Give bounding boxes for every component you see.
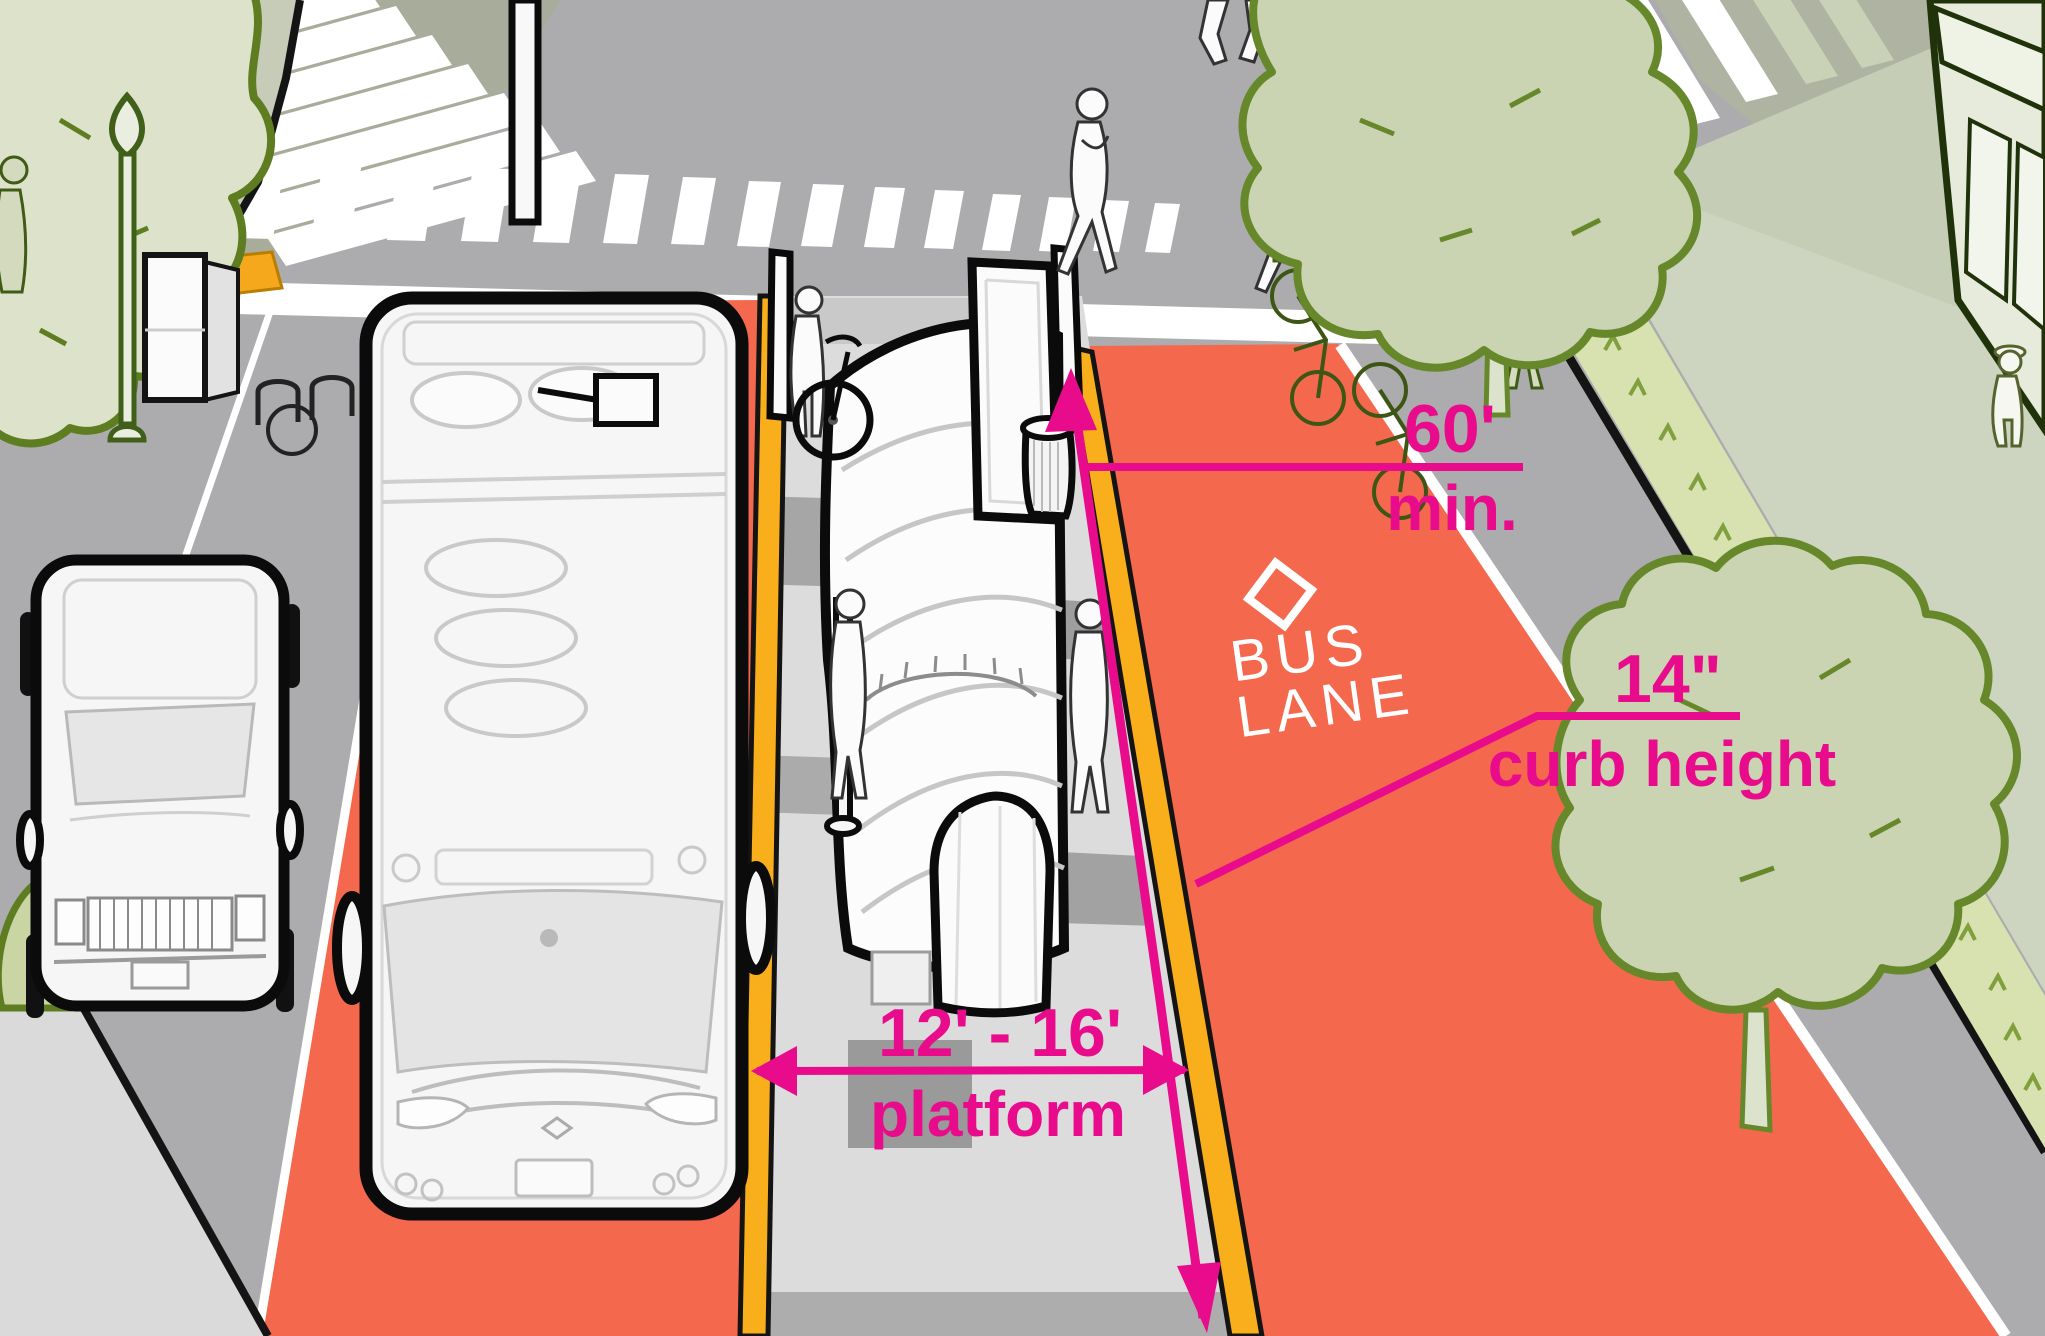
shelter-roof-ribs xyxy=(840,420,1066,914)
dimension-line-platform-width xyxy=(756,1066,1186,1075)
tree xyxy=(1551,536,2021,1014)
car-headlight xyxy=(234,894,266,942)
trash-can-icon xyxy=(1020,415,1076,520)
building-window xyxy=(2011,140,2045,333)
leader-line-curb-height xyxy=(1194,712,1740,888)
arrowhead-right-icon xyxy=(1143,1045,1189,1095)
kiosk xyxy=(142,252,240,403)
platform-curb-right xyxy=(1062,342,1265,1336)
label-platform-width-value: 12' - 16' xyxy=(878,995,1122,1071)
label-lane-length-qualifier: min. xyxy=(1386,472,1518,544)
label-platform-width: platform xyxy=(870,1078,1126,1150)
annotations: 60' min. 14" curb height 12' - 16' platf… xyxy=(751,368,1836,1333)
crosswalk-side-street-right-shaded xyxy=(1753,0,1894,84)
pedestrian xyxy=(829,588,868,800)
arrowhead-left-icon xyxy=(751,1046,797,1096)
bus-windshield xyxy=(382,888,724,1074)
bike-rack xyxy=(255,375,355,456)
bus-mirror xyxy=(332,891,372,1005)
platform-sign-post xyxy=(766,248,794,422)
label-curb-height-value: 14" xyxy=(1614,641,1722,717)
bus-license-plate xyxy=(514,1158,594,1198)
bus-roof-panel xyxy=(402,320,706,366)
building-cornice xyxy=(1931,4,2045,113)
street-furniture-left xyxy=(0,0,659,456)
bus-roof-hatch xyxy=(424,538,568,598)
label-curb-height: curb height xyxy=(1488,728,1836,800)
building xyxy=(1926,0,2045,437)
signal-pole xyxy=(508,0,659,427)
car-headlight xyxy=(54,898,86,946)
arrowhead-up-icon xyxy=(1045,368,1097,432)
car-mirror xyxy=(276,800,304,860)
pedestrian xyxy=(1991,344,2027,448)
bus-roof-hatch xyxy=(410,371,522,429)
car-mirror xyxy=(16,810,44,870)
trees-right xyxy=(1238,0,2021,1133)
shelter-machine xyxy=(870,950,932,1006)
diamond-icon xyxy=(1242,556,1318,632)
label-lane-length-value: 60' xyxy=(1404,391,1496,467)
car-grille xyxy=(86,896,234,952)
bicycle xyxy=(792,334,874,461)
bus-headlight xyxy=(643,1092,718,1126)
dimension-line-lane-length xyxy=(1066,379,1208,1319)
bicycle xyxy=(266,404,318,456)
platform-band xyxy=(756,1292,1248,1336)
crosswalk-main xyxy=(233,158,1180,253)
shelter-kiosk xyxy=(929,791,1055,1018)
bus-roof-hatch xyxy=(444,678,588,738)
building-window xyxy=(1963,116,2013,304)
tree xyxy=(1238,0,1702,372)
pedestrian xyxy=(1056,87,1118,276)
car-windshield xyxy=(64,702,256,806)
bus-roof-hatch xyxy=(434,608,578,668)
pedestrian xyxy=(0,155,29,294)
tree-trunk xyxy=(1739,1007,1773,1133)
bicycle xyxy=(1352,362,1428,520)
lamp-post xyxy=(107,91,147,443)
pedestrians-platform xyxy=(789,285,1110,814)
bus-logo xyxy=(540,1116,574,1140)
car xyxy=(16,554,304,1018)
bus xyxy=(332,291,776,1221)
bus-headlight xyxy=(396,1096,471,1130)
bus-mirror xyxy=(736,861,776,975)
bus-articulation xyxy=(381,472,727,504)
car-license-plate xyxy=(130,960,190,990)
arrowhead-down-icon xyxy=(1177,1262,1221,1333)
